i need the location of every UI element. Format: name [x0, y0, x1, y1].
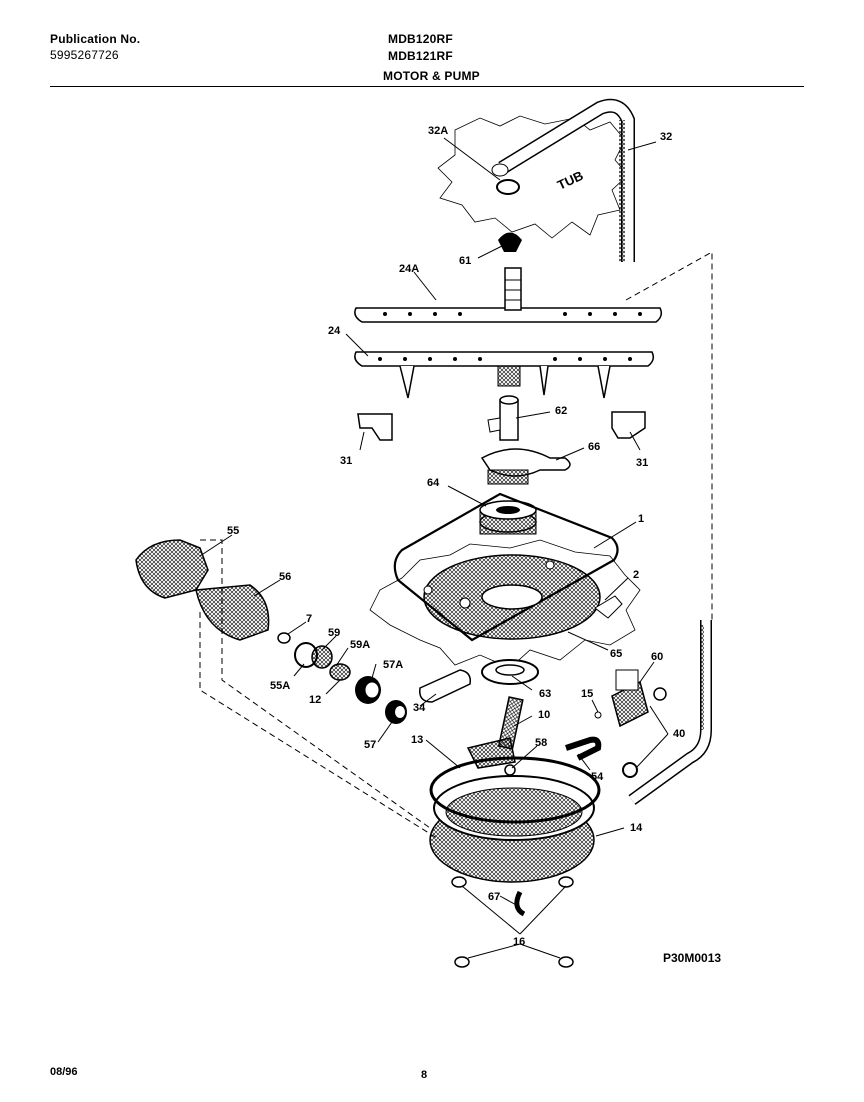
- label-62: 62: [555, 405, 567, 417]
- label-24A: 24A: [399, 263, 419, 275]
- grommet-16-2: [558, 876, 574, 888]
- grommet-16-4: [558, 956, 574, 968]
- hose-54: [565, 736, 602, 761]
- label-32A: 32A: [428, 125, 448, 137]
- fitting-40: [622, 762, 638, 778]
- model-number-2: MDB121RF: [388, 49, 453, 63]
- screw-15: [594, 711, 602, 719]
- valve-60: [611, 669, 667, 728]
- label-56: 56: [279, 571, 291, 583]
- label-15: 15: [581, 688, 593, 700]
- gasket-1: [393, 492, 619, 642]
- label-31-left: 31: [340, 455, 352, 467]
- label-13: 13: [411, 734, 423, 746]
- sump-65: [423, 554, 601, 640]
- filter-64: [479, 500, 537, 535]
- label-16: 16: [513, 936, 525, 948]
- clip-2: [594, 595, 623, 619]
- label-10: 10: [538, 709, 550, 721]
- nut-61: [498, 232, 522, 252]
- label-12: 12: [309, 694, 321, 706]
- header-rule: [50, 86, 804, 87]
- impeller-57-hub: [395, 706, 405, 718]
- bracket-31-left: [357, 413, 393, 441]
- spray-arm-24A: [354, 267, 663, 323]
- ring-13: [429, 756, 601, 824]
- tube-62: [487, 395, 519, 441]
- label-60: 60: [651, 651, 663, 663]
- bracket-31-right: [611, 411, 646, 439]
- label-40: 40: [673, 728, 685, 740]
- leader-lines: [199, 137, 669, 959]
- impeller-12: [329, 663, 351, 681]
- label-59A: 59A: [350, 639, 370, 651]
- revision-date: 08/96: [50, 1066, 78, 1078]
- label-31-right: 31: [636, 457, 648, 469]
- cover-66: [480, 448, 571, 485]
- hose-67: [514, 890, 526, 917]
- sump-outline: [369, 539, 641, 669]
- label-66: 66: [588, 441, 600, 453]
- seal-59: [311, 645, 333, 669]
- publication-number: 5995267726: [50, 48, 119, 62]
- grommet-16-3: [454, 956, 470, 968]
- assembly-lines: [199, 251, 713, 841]
- label-7: 7: [306, 613, 312, 625]
- spray-arm-tube-32: [491, 98, 635, 262]
- impeller-57A-hub: [364, 681, 380, 699]
- model-number-1: MDB120RF: [388, 32, 453, 46]
- label-64: 64: [427, 477, 440, 489]
- label-59: 59: [328, 627, 340, 639]
- fill-tube-inner: [629, 620, 711, 804]
- tub-label: TUB: [555, 168, 586, 193]
- drawing-code: P30M0013: [663, 951, 721, 965]
- label-14: 14: [630, 822, 643, 834]
- label-1: 1: [638, 513, 644, 525]
- label-2: 2: [633, 569, 639, 581]
- gasket-34: [419, 669, 472, 703]
- label-58: 58: [535, 737, 547, 749]
- motor-cap-55: [135, 539, 209, 599]
- section-title: MOTOR & PUMP: [383, 69, 480, 83]
- tub-outline: [437, 115, 629, 239]
- label-34: 34: [413, 702, 426, 714]
- spray-arm-24: [354, 351, 655, 399]
- label-24: 24: [328, 325, 341, 337]
- label-55A: 55A: [270, 680, 290, 692]
- page-number: 8: [421, 1069, 428, 1081]
- label-63: 63: [539, 688, 551, 700]
- housing-63: [481, 659, 539, 685]
- label-61: 61: [459, 255, 471, 267]
- label-57A: 57A: [383, 659, 403, 671]
- seal-32A: [496, 179, 520, 195]
- publication-label: Publication No.: [50, 32, 141, 46]
- label-57: 57: [364, 739, 376, 751]
- label-67: 67: [488, 891, 500, 903]
- label-55: 55: [227, 525, 239, 537]
- grommet-16-1: [451, 876, 467, 888]
- label-54: 54: [591, 771, 604, 783]
- label-32: 32: [660, 131, 672, 143]
- washer-7: [277, 632, 291, 644]
- label-65: 65: [610, 648, 622, 660]
- base-14: [429, 775, 595, 883]
